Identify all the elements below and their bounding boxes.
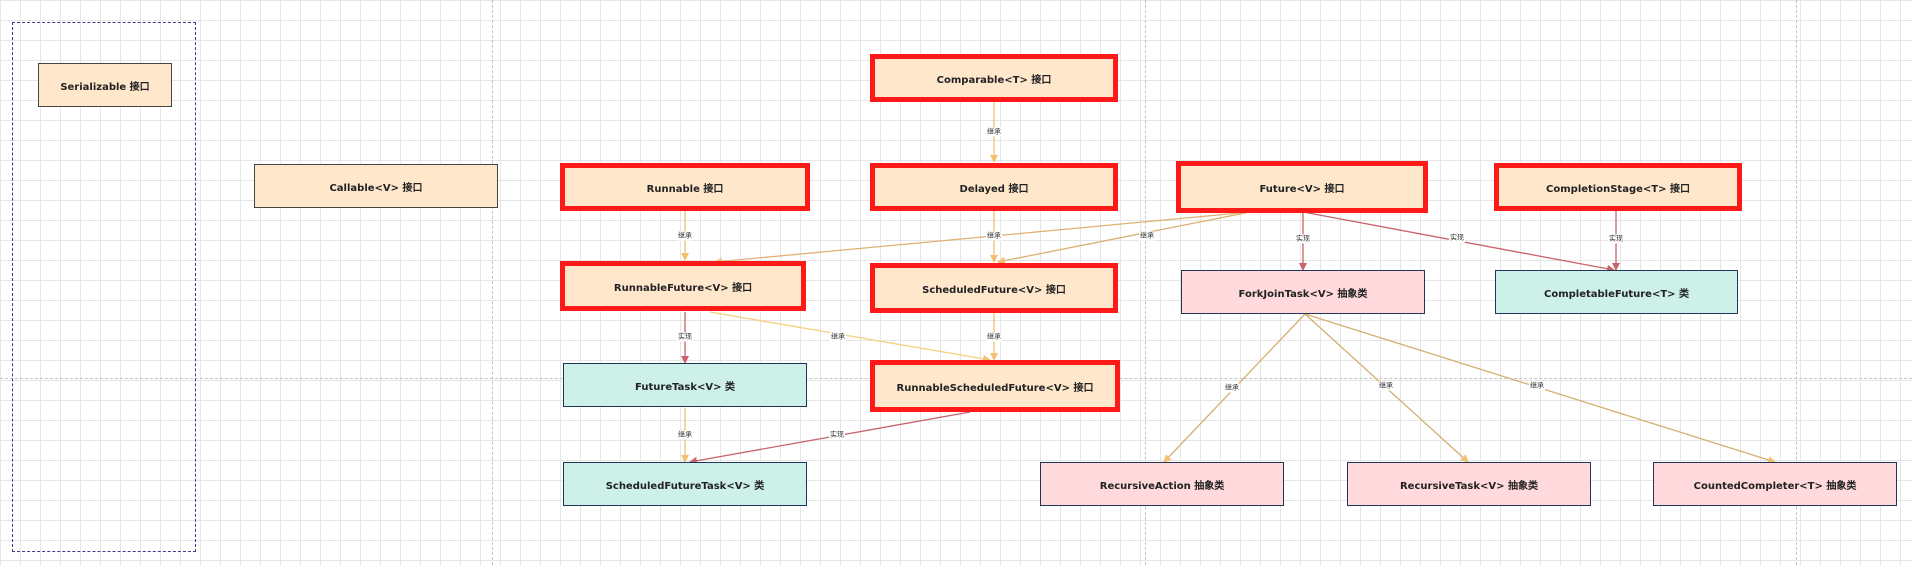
node-label: Comparable<T> 接口 (936, 74, 1052, 86)
edge-label: 实现 (677, 332, 693, 342)
page-break-line (1145, 0, 1146, 565)
node-scheduledfuture-interface[interactable]: ScheduledFuture<V> 接口 (870, 263, 1118, 313)
node-label: Serializable 接口 (60, 81, 150, 93)
edge-future-runnablefuture (714, 211, 1251, 266)
node-scheduledfuturetask-class[interactable]: ScheduledFutureTask<V> 类 (563, 462, 807, 506)
node-futuretask-class[interactable]: FutureTask<V> 类 (563, 363, 807, 407)
edge-label: 继承 (986, 231, 1002, 241)
node-completablefuture-class[interactable]: CompletableFuture<T> 类 (1495, 270, 1738, 314)
edge-label: 继承 (830, 332, 846, 342)
edge-label: 实现 (1449, 233, 1465, 243)
edge-label: 继承 (1529, 381, 1545, 391)
page-break-line (1796, 0, 1797, 565)
node-label: RunnableScheduledFuture<V> 接口 (896, 382, 1094, 394)
node-label: ScheduledFutureTask<V> 类 (605, 480, 765, 492)
node-delayed-interface[interactable]: Delayed 接口 (870, 163, 1118, 211)
node-runnablescheduledfuture-interface[interactable]: RunnableScheduledFuture<V> 接口 (870, 360, 1120, 412)
node-label: Delayed 接口 (959, 183, 1029, 195)
node-label: CountedCompleter<T> 抽象类 (1693, 480, 1857, 492)
node-label: FutureTask<V> 类 (635, 381, 735, 393)
page-break-line (492, 0, 493, 565)
node-future-interface[interactable]: Future<V> 接口 (1176, 161, 1428, 213)
node-runnable-interface[interactable]: Runnable 接口 (560, 163, 810, 211)
node-recursivetask-abstract-class[interactable]: RecursiveTask<V> 抽象类 (1347, 462, 1591, 506)
edge-label: 实现 (1608, 234, 1624, 244)
node-label: RunnableFuture<V> 接口 (613, 282, 753, 294)
node-label: Runnable 接口 (646, 183, 724, 195)
node-runnablefuture-interface[interactable]: RunnableFuture<V> 接口 (560, 261, 806, 311)
edge-label: 继承 (986, 127, 1002, 137)
node-label: Future<V> 接口 (1259, 183, 1345, 195)
node-comparable-interface[interactable]: Comparable<T> 接口 (870, 54, 1118, 102)
edge-label: 继承 (986, 332, 1002, 342)
edge-label: 继承 (1224, 383, 1240, 393)
edge-label: 继承 (677, 231, 693, 241)
node-callable-interface[interactable]: Callable<V> 接口 (254, 164, 498, 208)
node-recursiveaction-abstract-class[interactable]: RecursiveAction 抽象类 (1040, 462, 1284, 506)
node-completionstage-interface[interactable]: CompletionStage<T> 接口 (1494, 163, 1742, 211)
node-label: Callable<V> 接口 (329, 182, 423, 194)
node-label: ForkJoinTask<V> 抽象类 (1238, 288, 1368, 300)
serializable-group-frame (12, 22, 196, 552)
edge-label: 实现 (1295, 234, 1311, 244)
node-label: RecursiveTask<V> 抽象类 (1399, 480, 1538, 492)
edge-label: 实现 (829, 430, 845, 440)
node-label: CompletableFuture<T> 类 (1543, 288, 1690, 300)
edge-label: 继承 (1378, 381, 1394, 391)
node-forkjointask-abstract-class[interactable]: ForkJoinTask<V> 抽象类 (1181, 270, 1425, 314)
node-label: CompletionStage<T> 接口 (1546, 183, 1690, 195)
node-label: ScheduledFuture<V> 接口 (922, 284, 1066, 296)
node-serializable-interface[interactable]: Serializable 接口 (38, 63, 172, 107)
edge-label: 继承 (1139, 231, 1155, 241)
edge-label: 继承 (677, 430, 693, 440)
node-countedcompleter-abstract-class[interactable]: CountedCompleter<T> 抽象类 (1653, 462, 1897, 506)
node-label: RecursiveAction 抽象类 (1099, 480, 1225, 492)
edge-runnablefuture-runnablescheduledfuture (709, 311, 991, 363)
edge-future-scheduledfuture (997, 211, 1251, 265)
